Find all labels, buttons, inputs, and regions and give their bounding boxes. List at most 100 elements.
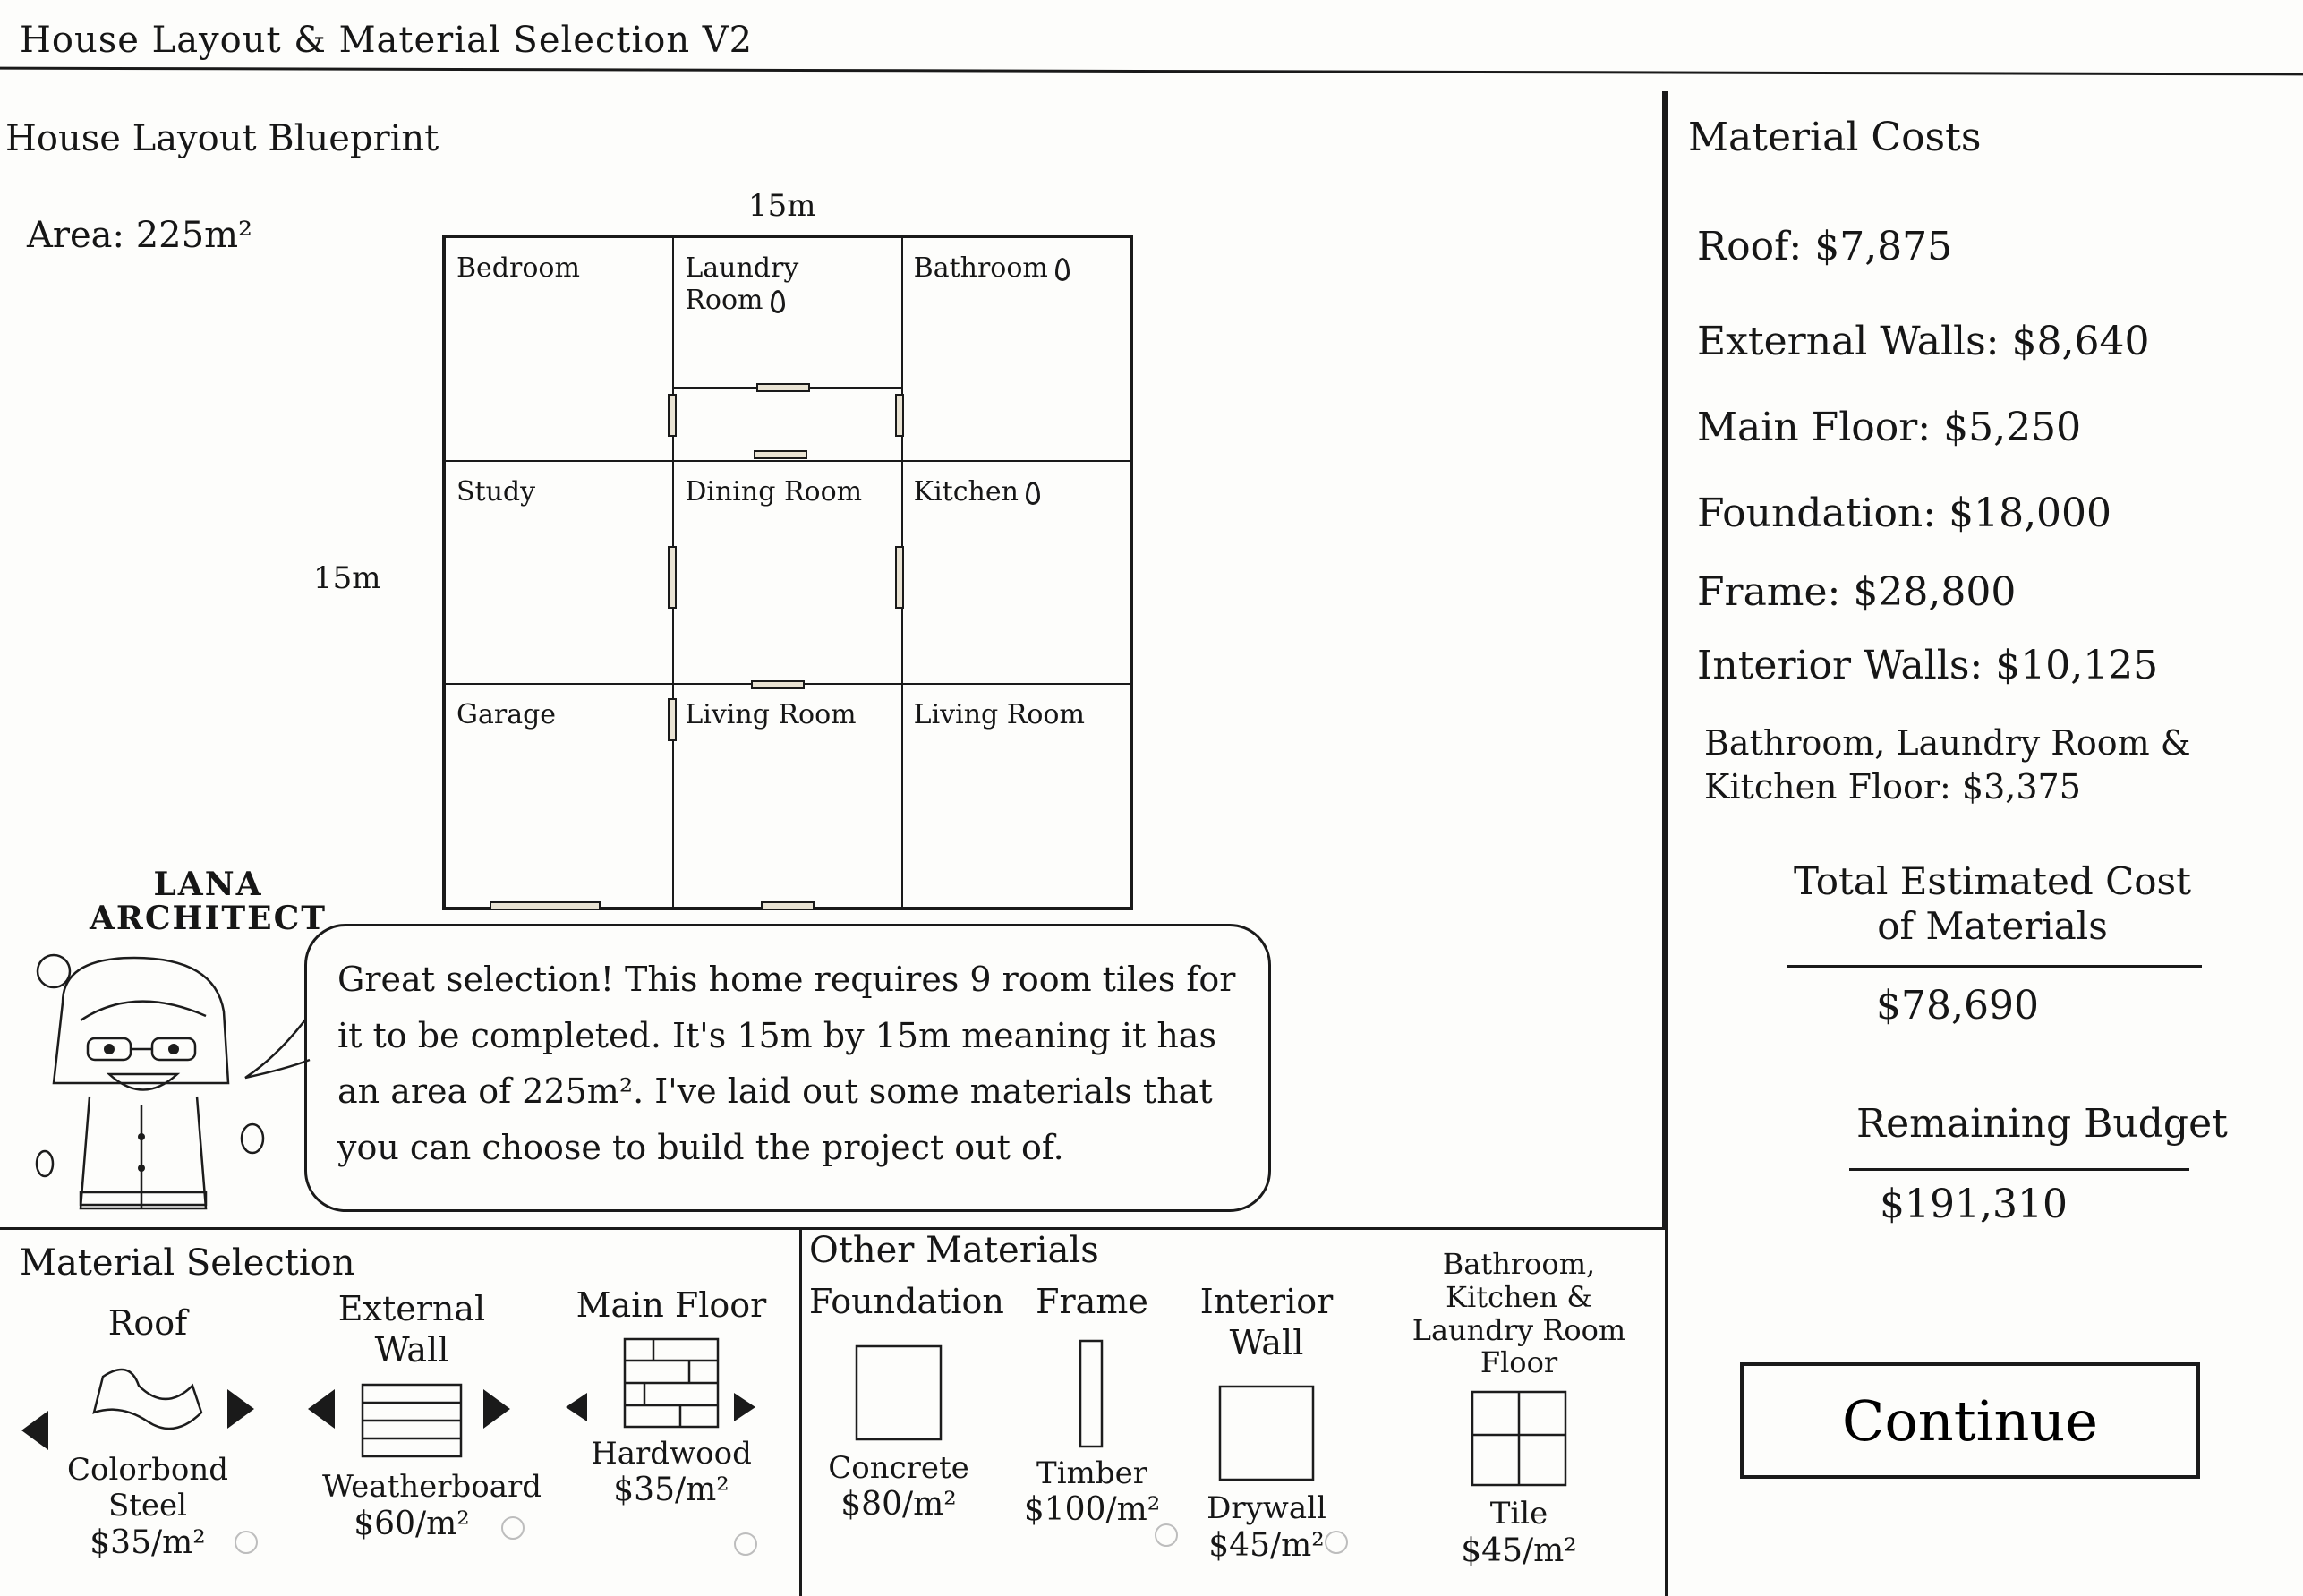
frame-cost: Frame: $28,800 <box>1697 569 2017 615</box>
colorbond-steel-icon <box>92 1368 203 1430</box>
room-label: Laundry Room <box>685 252 799 316</box>
speech-bubble-tail <box>244 1018 311 1080</box>
room-tile[interactable]: Bedroom <box>445 237 674 461</box>
material-name: Hardwood <box>591 1435 752 1472</box>
material-price: $45/m² <box>1208 1526 1325 1564</box>
total-cost-value: $78,690 <box>1876 983 2039 1028</box>
timber-icon <box>1079 1339 1104 1447</box>
front-door <box>761 901 815 910</box>
wet-area-floor-material: Bathroom, Kitchen & Laundry Room Floor T… <box>1389 1248 1649 1569</box>
material-selection-title: Material Selection <box>20 1242 355 1284</box>
concrete-icon <box>855 1344 943 1440</box>
architect-avatar <box>35 953 265 1210</box>
room-label: Dining Room <box>685 475 863 508</box>
room-label: Bedroom <box>456 252 580 284</box>
drywall-icon <box>1218 1385 1315 1481</box>
room-tile[interactable]: Bathroom <box>901 237 1130 461</box>
room-tile[interactable]: Kitchen <box>901 460 1130 685</box>
roof-cost: Roof: $7,875 <box>1697 224 1953 269</box>
door <box>754 450 807 459</box>
remaining-divider <box>1849 1168 2189 1171</box>
main-floor-next-button[interactable] <box>734 1393 755 1421</box>
main-floor-selector: Main Floor Hardwood $35/m² <box>573 1285 770 1508</box>
material-price: $35/m² <box>613 1472 729 1509</box>
material-category: Interior Wall <box>1199 1282 1334 1362</box>
door <box>895 394 904 437</box>
material-price: $100/m² <box>1023 1491 1161 1529</box>
frame-select-radio[interactable] <box>1155 1523 1178 1547</box>
remaining-budget-label: Remaining Budget <box>1856 1101 2228 1147</box>
roof-next-button[interactable] <box>227 1389 254 1429</box>
interior-walls-cost: Interior Walls: $10,125 <box>1697 643 2159 688</box>
external-wall-select-radio[interactable] <box>501 1516 525 1540</box>
interior-wall-material: Interior Wall Drywall $45/m² <box>1173 1282 1360 1564</box>
interior-wall-select-radio[interactable] <box>1325 1531 1348 1554</box>
total-cost-label: Total Estimated Cost of Materials <box>1794 859 2191 949</box>
remaining-budget-value: $191,310 <box>1880 1182 2068 1227</box>
app-title: House Layout & Material Selection V2 <box>20 20 754 61</box>
height-dimension: 15m <box>313 560 381 596</box>
main-floor-select-radio[interactable] <box>734 1532 757 1556</box>
title-divider <box>0 66 2303 76</box>
other-materials-title: Other Materials <box>809 1230 1099 1271</box>
water-drop-icon <box>1054 258 1070 281</box>
architect-speech-bubble: Great selection! This home requires 9 ro… <box>304 924 1271 1212</box>
frame-material: Frame Timber $100/m² <box>1020 1282 1164 1528</box>
door <box>668 698 677 741</box>
material-name: Concrete <box>828 1449 969 1486</box>
roof-selector: Roof Colorbond Steel $35/m² <box>54 1303 242 1561</box>
foundation-material: Foundation Concrete $80/m² <box>809 1282 1004 1523</box>
water-drop-icon <box>770 290 785 313</box>
room-tile[interactable]: Garage <box>445 684 674 908</box>
external-wall-selector: External Wall Weatherboard $60/m² <box>322 1289 542 1542</box>
external-wall-prev-button[interactable] <box>308 1389 335 1429</box>
room-label: Garage <box>456 699 557 731</box>
material-category: Foundation <box>809 1282 1004 1321</box>
area-label: Area: 225m² <box>27 215 253 256</box>
door <box>668 546 677 609</box>
hardwood-icon <box>623 1337 720 1428</box>
material-name: Weatherboard <box>322 1469 542 1506</box>
main-floor-prev-button[interactable] <box>566 1393 587 1421</box>
material-category: Frame <box>1036 1282 1148 1321</box>
room-label: Kitchen <box>914 476 1040 508</box>
material-category: Roof <box>107 1303 188 1343</box>
material-price: $60/m² <box>354 1505 470 1542</box>
roof-prev-button[interactable] <box>21 1411 48 1450</box>
material-name: Timber <box>1036 1455 1147 1491</box>
room-grid: Bedroom Laundry Room Bathroom Study Dini… <box>442 235 1133 910</box>
material-name: Colorbond Steel <box>67 1451 228 1524</box>
room-tile[interactable]: Laundry Room <box>672 237 903 461</box>
external-walls-cost: External Walls: $8,640 <box>1697 319 2150 364</box>
materials-divider <box>799 1230 802 1596</box>
room-tile[interactable]: Living Room <box>673 684 902 908</box>
wet-area-floor-cost: Bathroom, Laundry Room & Kitchen Floor: … <box>1704 723 2191 807</box>
room-label: Living Room <box>685 699 857 731</box>
room-tile[interactable]: Living Room <box>901 684 1130 908</box>
water-drop-icon <box>1025 481 1040 505</box>
blueprint-title: House Layout Blueprint <box>5 118 439 159</box>
room-label: Bathroom <box>914 252 1070 285</box>
main-floor-cost: Main Floor: $5,250 <box>1697 405 2082 450</box>
blueprint-panel <box>0 91 1665 1230</box>
width-dimension: 15m <box>748 188 816 224</box>
continue-button[interactable]: Continue <box>1740 1362 2200 1479</box>
room-tile[interactable]: Study <box>445 460 674 685</box>
door <box>756 383 811 392</box>
total-divider <box>1787 965 2202 968</box>
foundation-cost: Foundation: $18,000 <box>1697 491 2112 536</box>
roof-select-radio[interactable] <box>235 1531 258 1554</box>
room-label: Study <box>456 475 536 508</box>
material-price: $35/m² <box>90 1524 206 1562</box>
door <box>668 394 677 437</box>
material-costs-panel <box>1665 91 2303 1596</box>
external-wall-next-button[interactable] <box>483 1389 510 1429</box>
tile-icon <box>1471 1390 1567 1487</box>
architect-name: LANA ARCHITECT <box>90 866 328 937</box>
door <box>751 680 805 689</box>
material-costs-title: Material Costs <box>1688 115 1982 160</box>
garage-door <box>490 901 601 910</box>
material-category: Bathroom, Kitchen & Laundry Room Floor <box>1412 1247 1626 1380</box>
room-tile[interactable]: Dining Room <box>673 460 902 685</box>
material-name: Drywall <box>1207 1490 1326 1527</box>
